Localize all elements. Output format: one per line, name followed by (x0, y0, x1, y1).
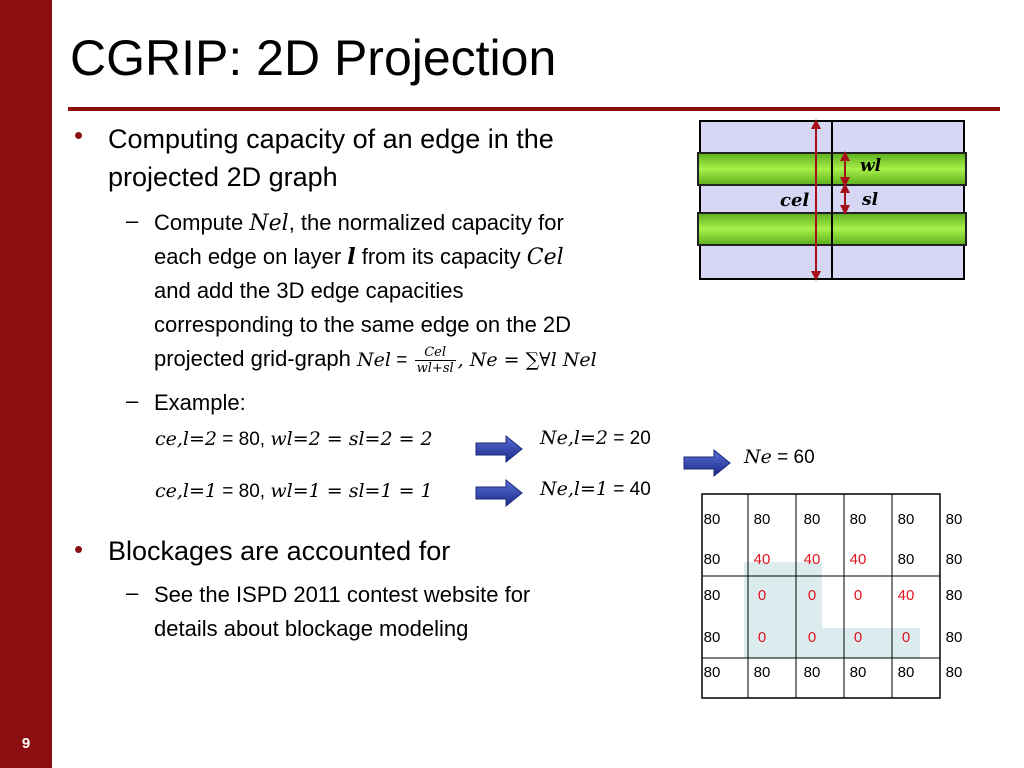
bullet-1-line-2: projected 2D graph (108, 162, 338, 192)
math: Ne (744, 446, 772, 468)
math: wl=2 = sl=2 = 2 (270, 428, 433, 450)
grid-cell: 80 (897, 551, 915, 568)
grid-cell: 0 (807, 629, 817, 646)
math: ce,l=1 (155, 480, 218, 502)
fraction-num: Cel (414, 345, 456, 362)
text: = (390, 350, 413, 371)
sub-bullet-1-line-1: Compute Nel, the normalized capacity for (154, 206, 564, 241)
text: = 80, (217, 481, 271, 502)
grid-cell: 0 (807, 587, 817, 604)
grid-cell: 80 (703, 664, 721, 681)
example-row-2: ce,l=1 = 80, wl=1 = sl=1 = 1 (155, 480, 433, 503)
left-sidebar-band (0, 0, 52, 768)
right-arrow-icon (475, 434, 523, 464)
math: , Ne = ∑∀l Nel (457, 349, 597, 371)
bullet-2: Blockages are accounted for (108, 536, 451, 566)
right-arrow-icon (475, 478, 523, 508)
capacity-grid (701, 493, 941, 699)
blockage-region (744, 628, 920, 658)
grid-cell: 80 (753, 511, 771, 528)
grid-cell: 80 (945, 511, 963, 528)
math-nel: Nel (249, 211, 289, 236)
grid-border (701, 493, 941, 699)
text: from its capacity (355, 244, 527, 269)
grid-cell: 80 (803, 511, 821, 528)
grid-cell: 80 (703, 551, 721, 568)
sub-bullet-1-line-4: corresponding to the same edge on the 2D (154, 312, 572, 337)
math: wl=1 = sl=1 = 1 (270, 480, 433, 502)
grid-cell: 80 (897, 664, 915, 681)
right-arrow-icon (683, 448, 731, 478)
grid-cell: 80 (849, 511, 867, 528)
grid-cell: 80 (753, 664, 771, 681)
sub-bullet-1-line-3: and add the 3D edge capacities (154, 278, 464, 303)
bullet-dot: • (74, 120, 84, 150)
example-row-1: ce,l=2 = 80, wl=2 = sl=2 = 2 (155, 428, 433, 451)
grid-cell: 80 (945, 587, 963, 604)
label-width: wl (860, 156, 882, 176)
wire-cross-section-diagram (697, 119, 967, 281)
text: each edge on layer (154, 244, 348, 269)
grid-cell: 80 (703, 587, 721, 604)
text: = 80, (217, 429, 271, 450)
grid-cell: 0 (757, 587, 767, 604)
grid-cell: 80 (945, 664, 963, 681)
sub-bullet-dash: – (126, 208, 139, 233)
example-total: Ne = 60 (744, 446, 815, 469)
grid-cell: 0 (853, 587, 863, 604)
text: projected grid-graph (154, 346, 351, 371)
grid-cell: 0 (901, 629, 911, 646)
grid-cell: 40 (849, 551, 867, 568)
grid-cell: 40 (753, 551, 771, 568)
grid-cell: 80 (803, 664, 821, 681)
bullet-1-line-1: Computing capacity of an edge in the (108, 124, 554, 154)
grid-cell: 0 (757, 629, 767, 646)
text: = 40 (608, 479, 651, 500)
label-spacing: sl (862, 190, 879, 210)
grid-cell: 80 (703, 511, 721, 528)
label-capacity: cel (780, 190, 810, 211)
text: Compute (154, 210, 250, 235)
text: , the normalized capacity for (288, 210, 564, 235)
text: = 60 (771, 447, 815, 468)
math: Nel (357, 349, 391, 371)
math-l: l (347, 244, 356, 270)
title-underline (68, 107, 1000, 111)
slide-number: 9 (21, 735, 31, 752)
slide-title: CGRIP: 2D Projection (70, 30, 557, 86)
math: Ne,l=2 (540, 427, 608, 449)
sub-bullet-dash: – (126, 388, 139, 413)
math-cel: Cel (526, 245, 564, 270)
math: ce,l=2 (155, 428, 218, 450)
grid-cell: 40 (897, 587, 915, 604)
grid-cell: 80 (703, 629, 721, 646)
example-result-2: Ne,l=1 = 40 (540, 478, 651, 501)
grid-cell: 40 (803, 551, 821, 568)
grid-cell: 80 (945, 551, 963, 568)
grid-cell: 0 (853, 629, 863, 646)
grid-cell: 80 (897, 511, 915, 528)
sub-bullet-1-line-2: each edge on layer l from its capacity C… (154, 240, 564, 275)
sub-bullet-dash: – (126, 580, 139, 605)
sub-bullet-3-line-1: See the ISPD 2011 contest website for (154, 582, 531, 607)
grid-cell: 80 (849, 664, 867, 681)
math: Ne,l=1 (540, 478, 608, 500)
bullet-dot: • (74, 534, 84, 564)
sub-bullet-3-line-2: details about blockage modeling (154, 616, 469, 641)
sub-bullet-2: Example: (154, 390, 246, 415)
grid-cell: 80 (945, 629, 963, 646)
fraction-den: wl+sl (416, 361, 454, 377)
text: = 20 (608, 428, 651, 449)
example-result-1: Ne,l=2 = 20 (540, 427, 651, 450)
